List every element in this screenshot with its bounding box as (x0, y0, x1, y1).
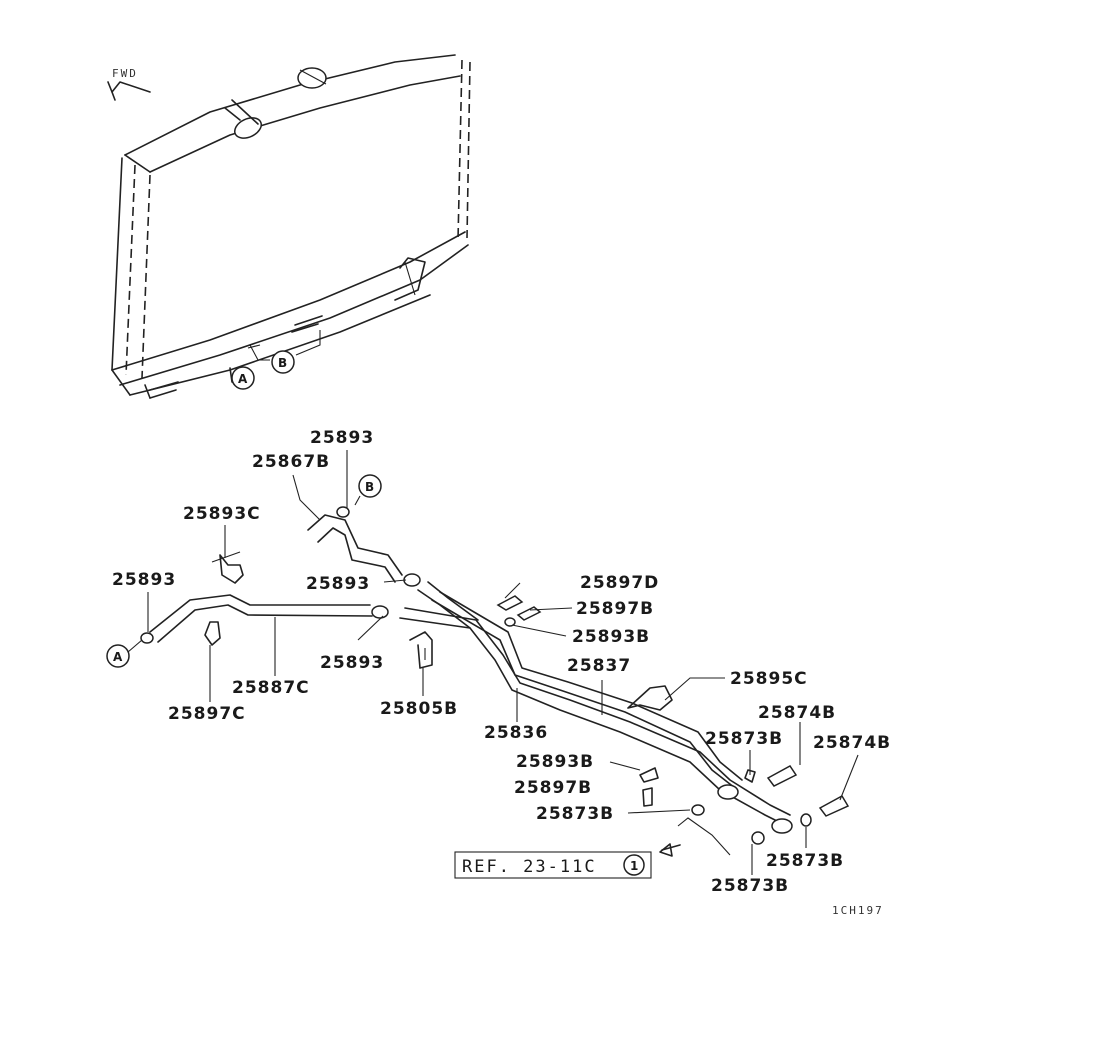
callout-circle-b-top: B (271, 350, 295, 374)
label-25873b-bottom: 25873B (711, 876, 789, 896)
label-25874b-right: 25874B (813, 733, 891, 753)
callout-circle-b-mid: B (358, 474, 382, 498)
fwd-label: FWD (112, 67, 138, 80)
label-25897c: 25897C (168, 704, 246, 724)
label-25893-lower: 25893 (320, 653, 384, 673)
label-25893b-lower: 25893B (516, 752, 594, 772)
callout-circle-a-mid: A (106, 644, 130, 668)
label-25867b: 25867B (252, 452, 330, 472)
hose-assembly (140, 506, 850, 857)
callout-circle-a-top: A (231, 366, 255, 390)
label-25837: 25837 (567, 656, 631, 676)
part-labels: 25893 25867B 25893C 25893 25893 25893 25… (112, 428, 891, 896)
label-25836: 25836 (484, 723, 548, 743)
label-25805b: 25805B (380, 699, 458, 719)
svg-text:B: B (278, 356, 287, 370)
reference-circle-number: 1 (630, 859, 638, 873)
label-25893-left: 25893 (112, 570, 176, 590)
svg-text:A: A (238, 372, 248, 386)
svg-text:A: A (113, 650, 123, 664)
reference-box: REF. 23-11C 1 (454, 851, 652, 879)
radiator-assembly (107, 54, 471, 399)
label-25887c: 25887C (232, 678, 310, 698)
label-25873b-top: 25873B (705, 729, 783, 749)
label-25897b: 25897B (576, 599, 654, 619)
label-25897d: 25897D (580, 573, 659, 593)
label-25897b-lower: 25897B (514, 778, 592, 798)
label-25893-mid: 25893 (306, 574, 370, 594)
svg-text:B: B (365, 480, 374, 494)
leader-lines (147, 450, 859, 875)
label-25893c: 25893C (183, 504, 261, 524)
label-25893-top: 25893 (310, 428, 374, 448)
label-25873b-right: 25873B (766, 851, 844, 871)
label-25895c: 25895C (730, 669, 808, 689)
reference-text: REF. 23-11C (462, 857, 597, 877)
diagram-code: 1CH197 (832, 904, 884, 917)
label-25893b: 25893B (572, 627, 650, 647)
label-25874b-top: 25874B (758, 703, 836, 723)
label-25873b-left: 25873B (536, 804, 614, 824)
